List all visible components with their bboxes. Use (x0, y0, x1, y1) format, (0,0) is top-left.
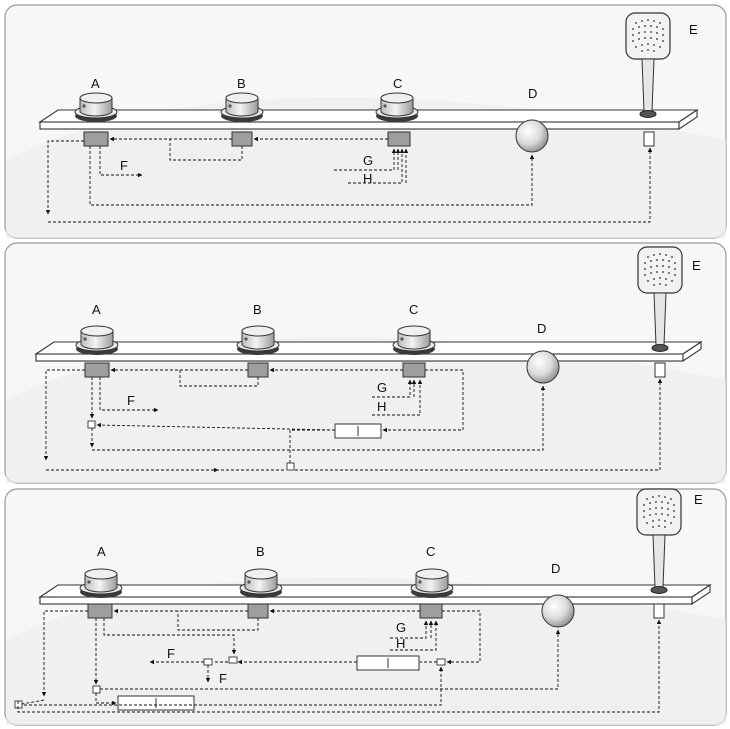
deck-plate (38, 584, 712, 598)
panel-1: A B C D E F G H (4, 4, 727, 239)
valve-body-b (231, 131, 253, 147)
tee-fitting (14, 700, 23, 709)
tee-fitting (286, 462, 295, 471)
tee-fitting (203, 658, 213, 666)
mixer-c-icon (410, 568, 454, 599)
label-f: F (127, 393, 135, 408)
mixer-b-icon (236, 325, 280, 356)
label-d: D (528, 86, 537, 101)
valve-body-a (84, 362, 110, 378)
label-c: C (409, 302, 418, 317)
valve-body-c (387, 131, 411, 147)
label-b: B (237, 76, 246, 91)
deck-plate (34, 341, 703, 355)
label-h: H (363, 171, 372, 186)
tee-fitting (436, 658, 446, 666)
panel-2: A B C D E F G H (4, 242, 727, 484)
deck-plate-edge (39, 596, 693, 605)
label-f-lower: F (219, 671, 227, 686)
valve-body-a (87, 603, 113, 619)
shower-outlet (653, 603, 665, 619)
mixer-a-icon (75, 325, 119, 356)
label-g: G (396, 620, 406, 635)
label-b: B (256, 544, 265, 559)
label-c: C (393, 76, 402, 91)
spout-d-icon (515, 119, 549, 153)
tee-fitting (228, 656, 238, 664)
tee-fitting (92, 685, 101, 694)
label-f: F (167, 646, 175, 661)
valve-body-c (402, 362, 426, 378)
pipe-lines (43, 367, 663, 473)
label-f: F (120, 158, 128, 173)
shower-outlet (654, 362, 666, 378)
mixer-c-icon (392, 325, 436, 356)
label-e: E (694, 492, 703, 507)
tee-fitting (87, 420, 96, 429)
shower-outlet (643, 131, 655, 147)
valve-body-b (247, 362, 269, 378)
panel-3: A B C D E F F G H (4, 488, 727, 726)
label-g: G (377, 380, 387, 395)
deck-plate (38, 109, 699, 123)
spout-d-icon (541, 594, 575, 628)
valve-body-c (419, 603, 443, 619)
mixer-a-icon (79, 568, 123, 599)
valve-body-b (247, 603, 269, 619)
mixer-c-icon (375, 92, 419, 123)
deck-plate-edge (39, 121, 680, 130)
label-a: A (91, 76, 100, 91)
valve-body-a (83, 131, 109, 147)
deck-plate-edge (35, 353, 684, 362)
pipe-lines (17, 608, 662, 713)
label-a: A (97, 544, 106, 559)
label-a: A (92, 302, 101, 317)
spout-d-icon (526, 350, 560, 384)
mixer-b-icon (239, 568, 283, 599)
label-d: D (551, 561, 560, 576)
label-e: E (692, 258, 701, 273)
label-h: H (396, 636, 405, 651)
label-h: H (377, 399, 386, 414)
label-b: B (253, 302, 262, 317)
label-c: C (426, 544, 435, 559)
label-g: G (363, 153, 373, 168)
pipe-lines (45, 136, 653, 223)
label-d: D (537, 321, 546, 336)
mixer-a-icon (74, 92, 118, 123)
mixer-b-icon (220, 92, 264, 123)
label-e: E (689, 22, 698, 37)
